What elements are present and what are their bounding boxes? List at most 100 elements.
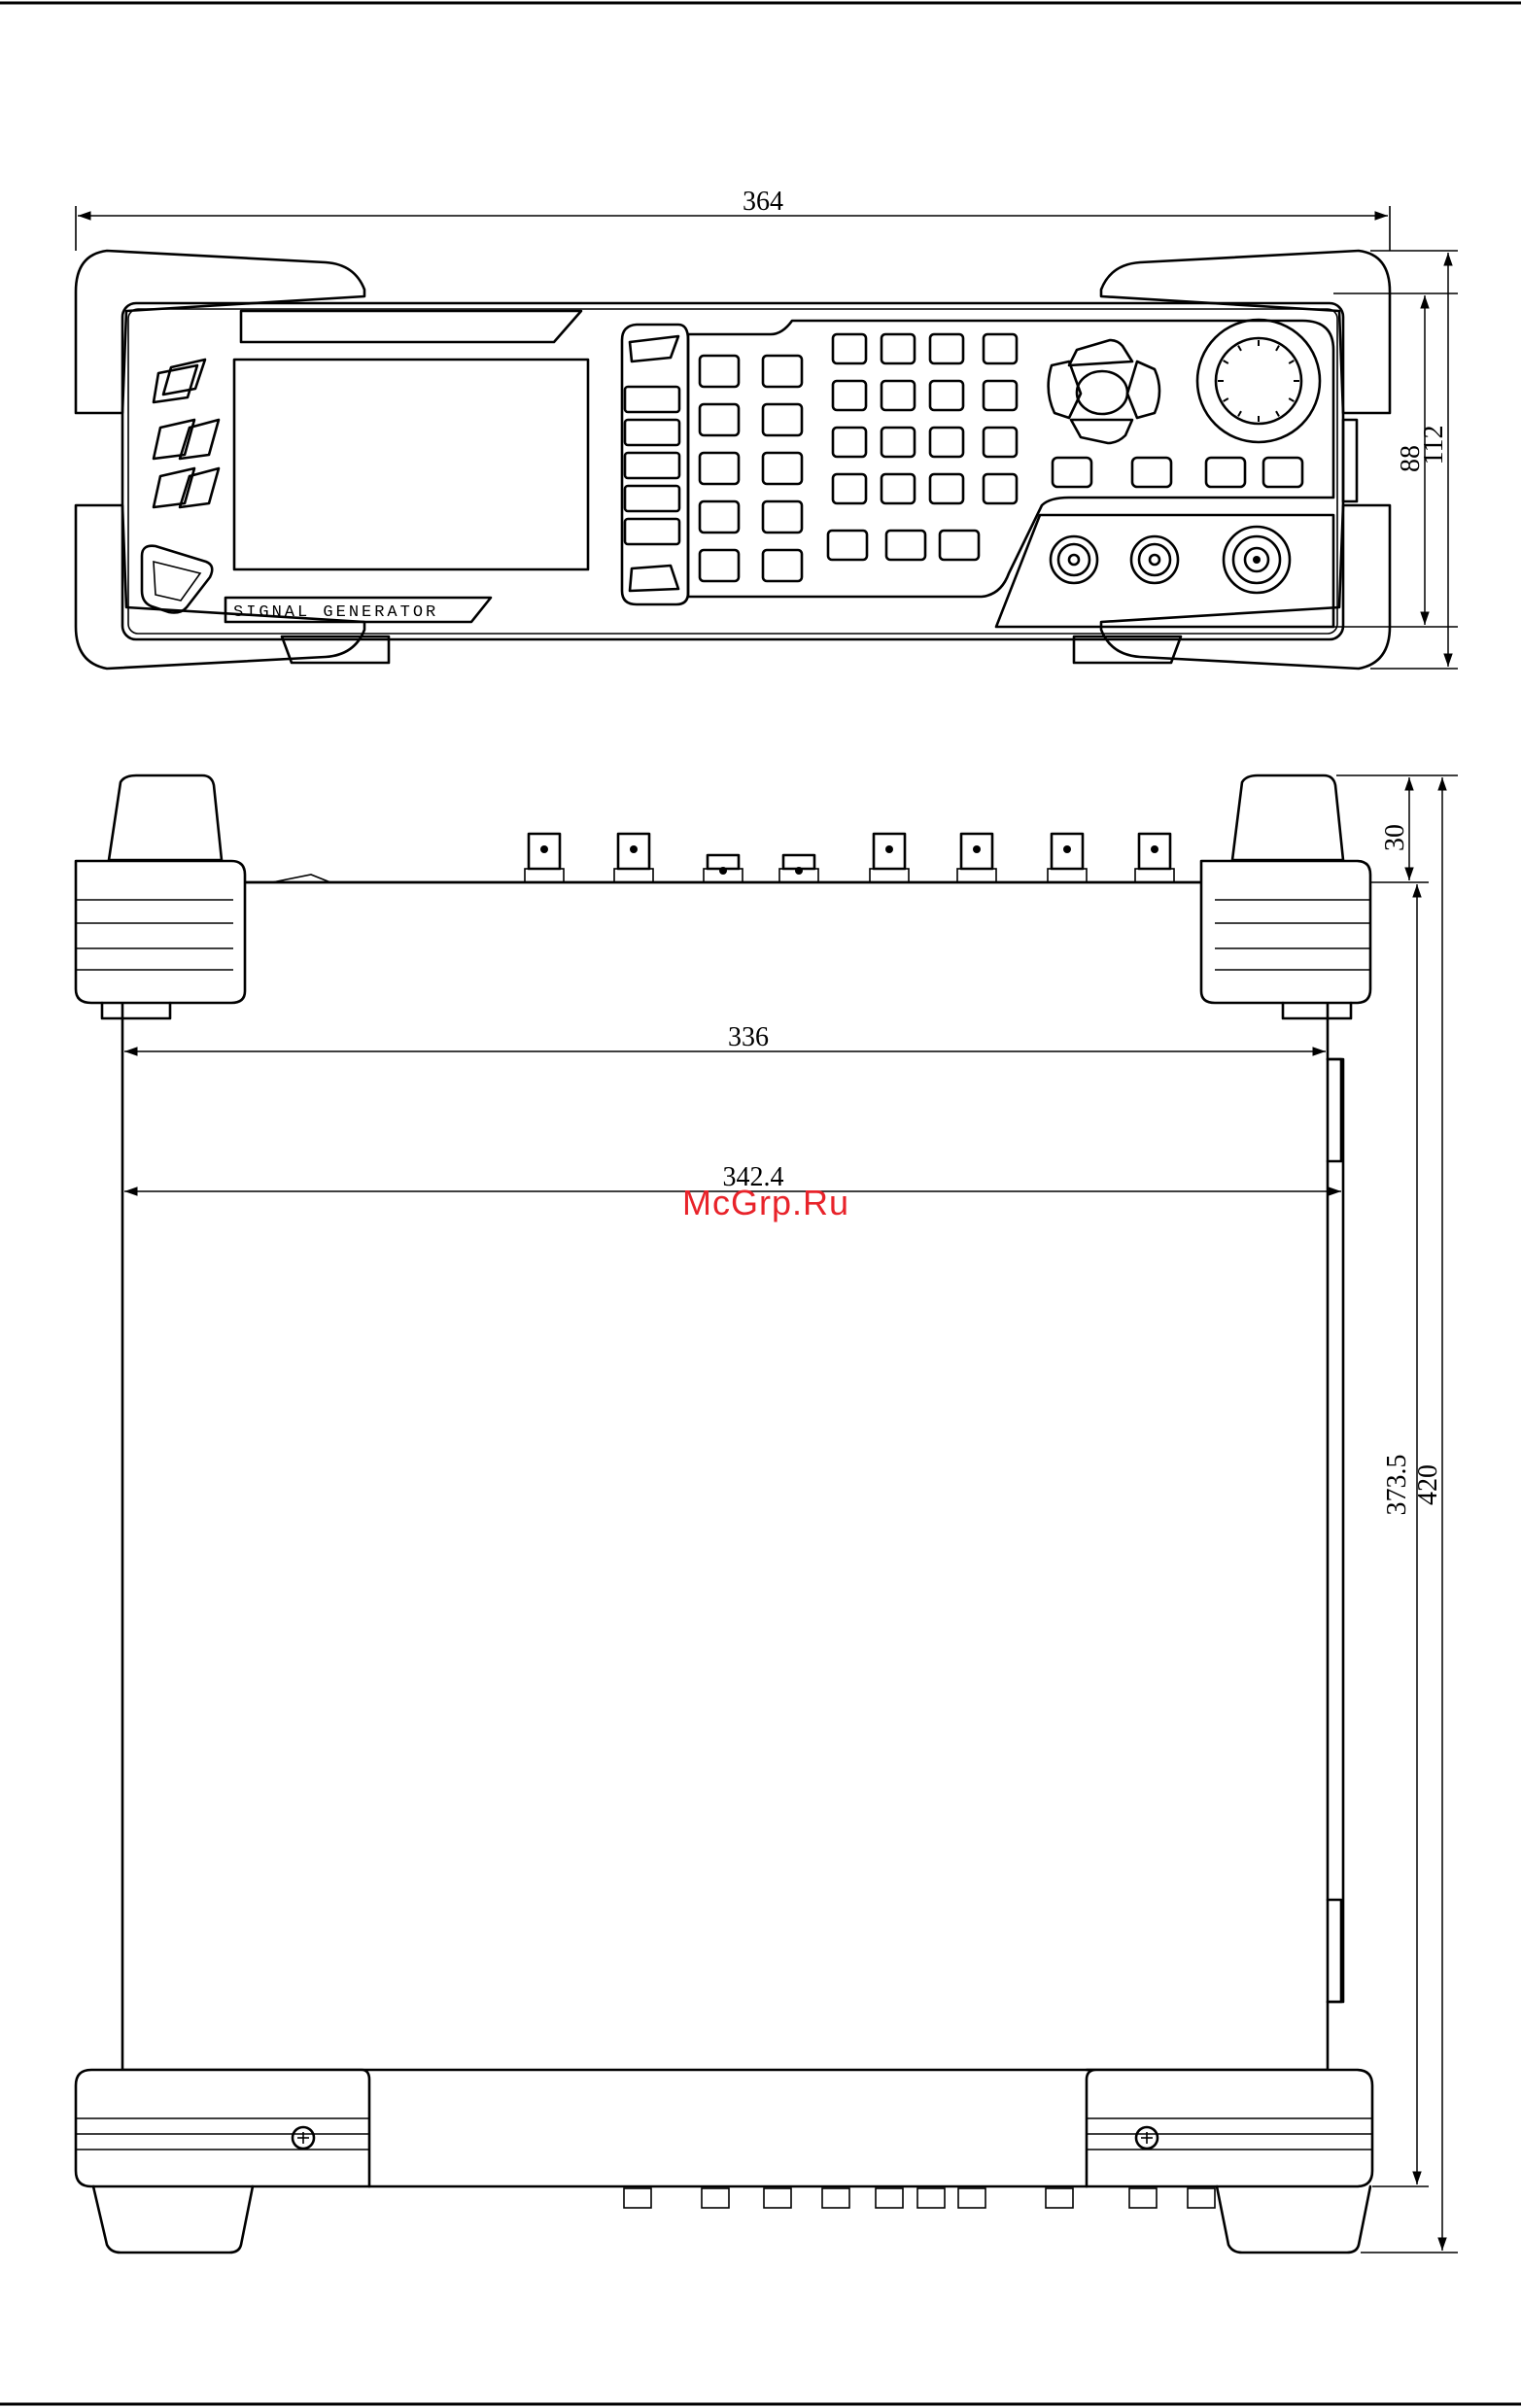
func-key[interactable] <box>700 453 739 484</box>
num-key[interactable] <box>833 381 866 410</box>
panel-key-edge <box>1188 2188 1215 2208</box>
num-key[interactable] <box>940 531 979 560</box>
num-key[interactable] <box>930 474 963 503</box>
rear-connector <box>779 855 818 882</box>
num-key[interactable] <box>881 428 915 457</box>
connector-body <box>708 855 739 869</box>
num-key[interactable] <box>930 381 963 410</box>
front-right-foot-top <box>1087 2070 1372 2253</box>
softkey-top[interactable] <box>630 336 678 361</box>
num-key[interactable] <box>930 428 963 457</box>
connector-pin <box>795 867 803 875</box>
dim-336: 336 <box>728 1022 769 1052</box>
func-key[interactable] <box>763 550 802 581</box>
power-button[interactable] <box>142 546 212 613</box>
side-handle-rail <box>1328 1059 1343 2002</box>
left-key-1[interactable] <box>154 365 197 402</box>
connector-base <box>870 869 909 882</box>
func-key[interactable] <box>700 550 739 581</box>
rear-right-foot <box>1201 775 1370 1018</box>
rear-connector <box>957 834 996 882</box>
knob-tick <box>1289 398 1294 401</box>
left-key-2[interactable] <box>163 360 205 395</box>
func-key[interactable] <box>700 356 739 387</box>
rf-output-connector[interactable] <box>1224 527 1290 593</box>
left-key-5[interactable] <box>154 468 194 507</box>
function-keys <box>700 356 802 581</box>
rear-connector <box>1135 834 1174 882</box>
num-key[interactable] <box>828 531 867 560</box>
num-key[interactable] <box>833 334 866 363</box>
rear-left-foot <box>76 775 245 1018</box>
rear-connector <box>1048 834 1087 882</box>
num-key[interactable] <box>833 428 866 457</box>
func-key[interactable] <box>763 501 802 533</box>
dim-112: 112 <box>1419 426 1449 465</box>
dim-420: 420 <box>1413 1464 1443 1505</box>
softkey-4[interactable] <box>625 486 679 511</box>
num-key[interactable] <box>930 334 963 363</box>
arrow-down-key[interactable] <box>1071 420 1132 443</box>
arrow-right-key[interactable] <box>1127 361 1159 418</box>
bnc-connector-1[interactable] <box>1051 536 1097 583</box>
panel-key-edge <box>958 2188 985 2208</box>
brand-text: SIGNAL GENERATOR <box>233 603 438 622</box>
front-view: SIGNAL GENERATOR <box>76 187 1458 669</box>
func-key[interactable] <box>763 356 802 387</box>
panel-key-edge <box>917 2188 945 2208</box>
panel-key-edge <box>1046 2188 1073 2208</box>
knob-tick <box>1238 346 1241 351</box>
func-key[interactable] <box>700 501 739 533</box>
connector-base <box>525 869 564 882</box>
num-key[interactable] <box>881 334 915 363</box>
knob-tick <box>1276 411 1279 416</box>
num-key[interactable] <box>881 474 915 503</box>
softkey-bottom[interactable] <box>630 566 678 591</box>
connector-pin <box>630 845 638 853</box>
knob-tick <box>1289 361 1294 363</box>
dim-364: 364 <box>743 187 783 217</box>
num-key[interactable] <box>984 428 1017 457</box>
softkey-1[interactable] <box>625 387 679 412</box>
knob-tick <box>1276 346 1279 351</box>
connector-base <box>957 869 996 882</box>
connector-pin <box>540 845 548 853</box>
func-key[interactable] <box>700 404 739 435</box>
num-key[interactable] <box>984 381 1017 410</box>
bnc-connector-2[interactable] <box>1131 536 1178 583</box>
connector-body <box>783 855 814 869</box>
center-ok-key[interactable] <box>1077 371 1127 414</box>
num-key[interactable] <box>984 474 1017 503</box>
left-upper-bumper <box>76 251 364 413</box>
front-panel-knobs <box>624 2188 1215 2208</box>
num-key[interactable] <box>833 474 866 503</box>
panel-key-edge <box>822 2188 849 2208</box>
knob-inner <box>1216 338 1301 424</box>
func-key[interactable] <box>763 404 802 435</box>
panel-key-edge <box>1129 2188 1157 2208</box>
softkey-3[interactable] <box>625 453 679 478</box>
arrow-up-key[interactable] <box>1069 340 1132 365</box>
softkey-5[interactable] <box>625 519 679 544</box>
bottom-key-2[interactable] <box>1132 458 1171 487</box>
func-key[interactable] <box>763 453 802 484</box>
connector-base <box>1048 869 1087 882</box>
softkey-2[interactable] <box>625 420 679 445</box>
rotary-knob[interactable] <box>1197 320 1320 442</box>
bottom-key-4[interactable] <box>1263 458 1302 487</box>
left-key-3[interactable] <box>154 420 194 459</box>
bottom-key-3[interactable] <box>1206 458 1245 487</box>
front-left-foot-top <box>76 2070 369 2253</box>
rear-connector <box>614 834 653 882</box>
display-screen <box>234 360 588 569</box>
bottom-key-1[interactable] <box>1053 458 1091 487</box>
arrow-keys <box>1049 340 1159 443</box>
num-key[interactable] <box>984 334 1017 363</box>
watermark: McGrp.Ru <box>682 1183 849 1222</box>
dim-373-5: 373.5 <box>1382 1455 1412 1516</box>
num-key[interactable] <box>881 381 915 410</box>
num-key[interactable] <box>886 531 925 560</box>
connector-pin <box>1063 845 1071 853</box>
numeric-keypad <box>828 334 1017 560</box>
